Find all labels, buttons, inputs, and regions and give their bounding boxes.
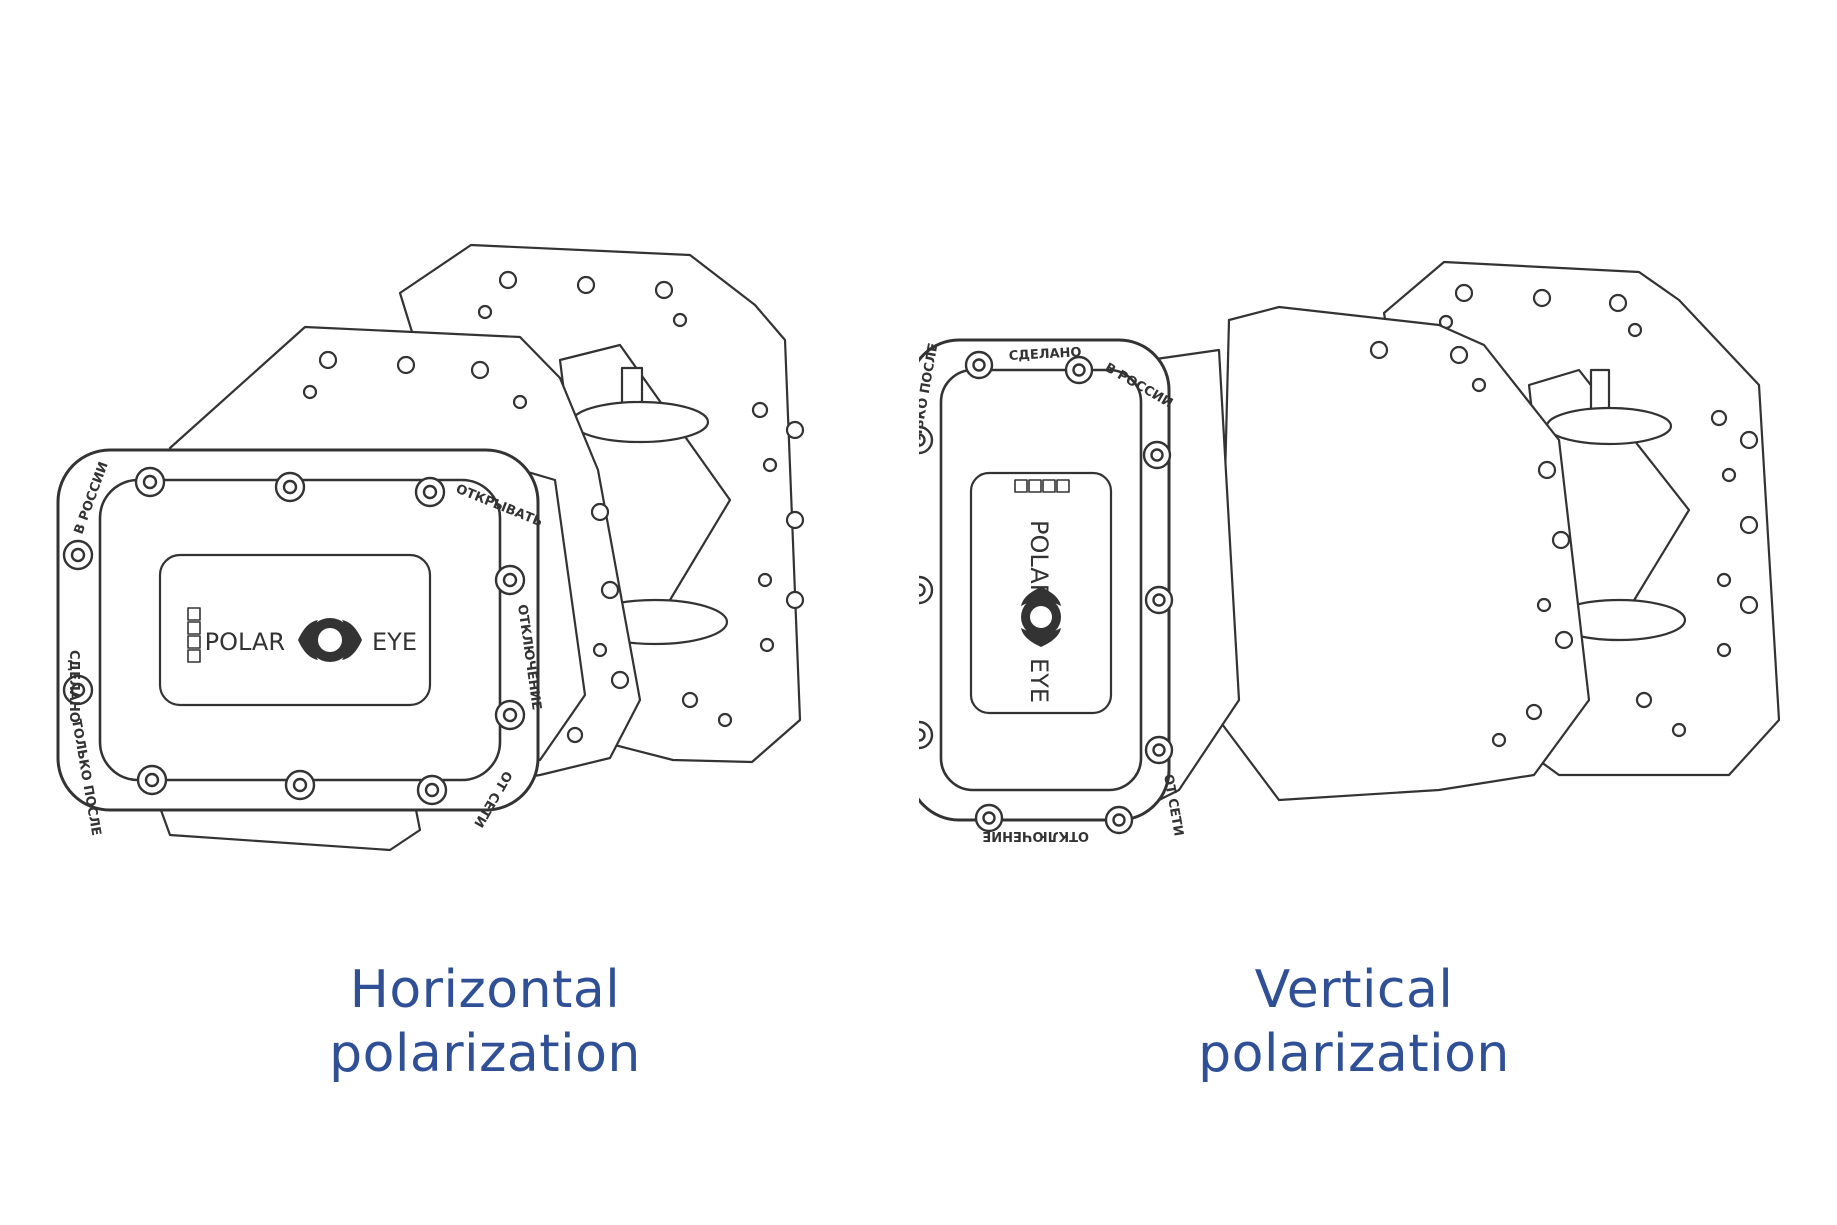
- caption-line-2: polarization: [1198, 1024, 1510, 1084]
- brand-text-right: EYE: [372, 628, 417, 656]
- vertical-polarization-panel: POLAR EYE СДЕЛАНО В РОССИИ ОТ СЕТИ ОТКЛЮ…: [919, 0, 1837, 1225]
- caption-line-2: polarization: [329, 1024, 641, 1084]
- label-window: [158, 553, 432, 707]
- polar-eye-logo: [1021, 587, 1061, 647]
- caption-line-1: Horizontal: [349, 960, 621, 1020]
- brand-text-left: POLAR: [1025, 520, 1053, 600]
- front-plate-holes: [1369, 340, 1574, 748]
- front-mounting-plate: [1217, 305, 1591, 802]
- horizontal-caption: Horizontal polarization: [26, 958, 944, 1086]
- brand-text-right: EYE: [1025, 658, 1053, 703]
- vertical-device-drawing: POLAR EYE СДЕЛАНО В РОССИИ ОТ СЕТИ ОТКЛЮ…: [919, 260, 1781, 843]
- rim-screws: [919, 350, 1174, 835]
- rear-plate-holes: [1438, 283, 1759, 738]
- polar-eye-logo: [298, 618, 362, 662]
- brand-text-left: POLAR: [205, 628, 285, 656]
- caption-line-1: Vertical: [1254, 960, 1454, 1020]
- serial-boxes: [1014, 479, 1070, 493]
- rim-label: ОТКЛЮЧЕНИЕ: [982, 828, 1089, 843]
- front-plate-holes: [302, 350, 630, 744]
- rim-label: СДЕЛАНО: [66, 650, 81, 723]
- vertical-caption: Vertical polarization: [895, 958, 1813, 1086]
- horizontal-device-drawing: POLAR EYE В РОССИИ ОТКРЫВАТЬ ОТКЛЮЧЕНИЕ …: [56, 243, 805, 852]
- rim-screws: [62, 466, 526, 806]
- rim-label: СДЕЛАНО: [1008, 345, 1081, 364]
- horizontal-polarization-panel: POLAR EYE В РОССИИ ОТКРЫВАТЬ ОТКЛЮЧЕНИЕ …: [0, 0, 918, 1225]
- serial-boxes: [187, 607, 201, 663]
- rear-plate-holes: [477, 270, 805, 728]
